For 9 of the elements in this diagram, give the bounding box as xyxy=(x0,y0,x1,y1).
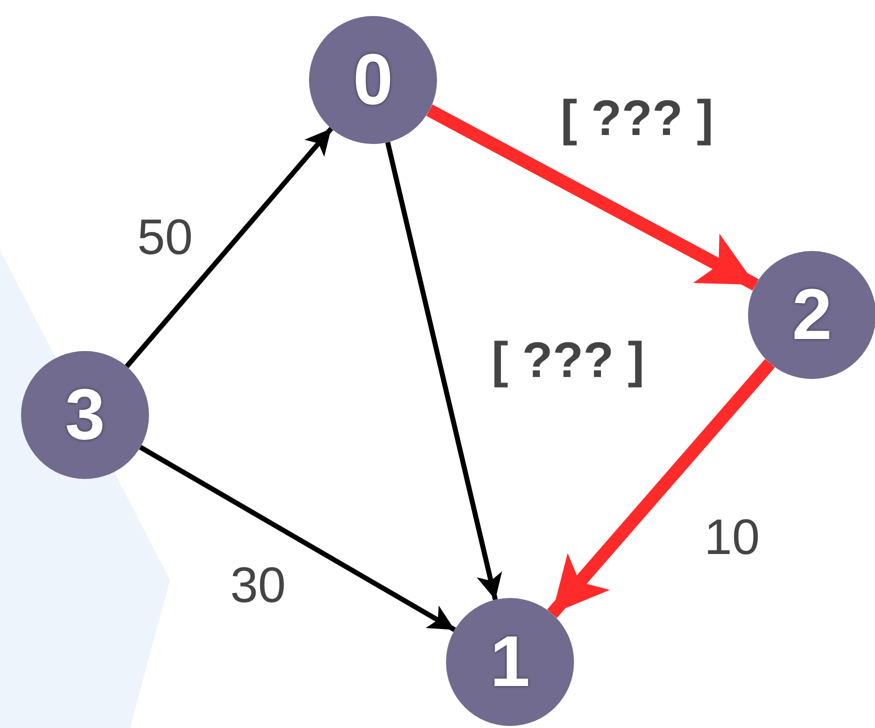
arrow xyxy=(547,359,775,618)
arrow xyxy=(139,445,456,632)
arrow xyxy=(385,142,502,600)
arrow xyxy=(426,104,759,291)
node-number: 3 xyxy=(64,379,106,451)
node-number: 2 xyxy=(792,279,832,351)
node-number: 1 xyxy=(490,626,530,698)
node-number: 0 xyxy=(352,44,394,116)
arrow xyxy=(124,126,334,368)
